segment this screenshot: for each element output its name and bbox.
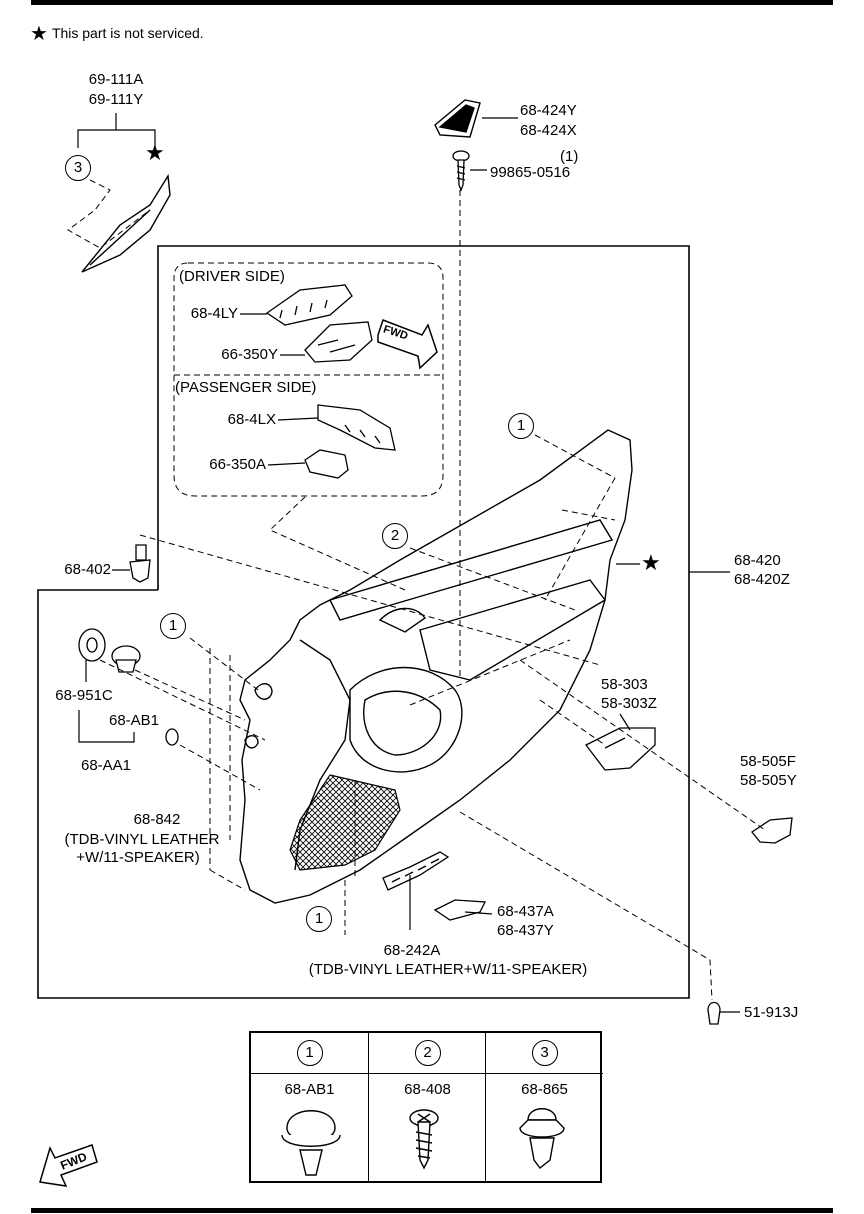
label-68-420z: 68-420Z <box>734 571 790 588</box>
label-58-505f: 58-505F <box>740 753 796 770</box>
washer-68-951c <box>78 628 106 662</box>
fwd-arrow-icon <box>377 319 438 370</box>
legend-part-68-408: 68-408 <box>404 1081 451 1098</box>
label-68-951c: 68-951C <box>55 687 113 704</box>
fastener-legend-table: 1 68-AB1 2 68-408 3 68-865 <box>249 1031 603 1183</box>
fwd-arrow-icon <box>39 1144 98 1187</box>
label-68-4ly: 68-4LY <box>190 305 238 322</box>
note-text: This part is not serviced. <box>51 25 204 41</box>
legend-marker-2: 2 <box>414 1040 441 1066</box>
legend-screw-68-408-icon <box>409 1109 439 1170</box>
pillar-trim-69-111 <box>81 173 171 273</box>
grille-68-242a-part <box>382 851 450 891</box>
legend-part-68-865: 68-865 <box>521 1081 568 1098</box>
star-icon: ★ <box>641 550 661 575</box>
cover-58-505 <box>751 817 793 844</box>
bracket-68-437 <box>433 899 487 921</box>
switch-66-350a <box>304 449 349 479</box>
label-68-842-note2: +W/11-SPEAKER) <box>76 849 200 866</box>
label-68-437a: 68-437A <box>497 903 554 920</box>
ring-68-842 <box>165 728 179 746</box>
bottom-rule <box>31 1208 833 1213</box>
label-screw-qty: (1) <box>560 148 579 165</box>
switch-66-350y <box>304 321 373 363</box>
label-68-424y: 68-424Y <box>520 102 577 119</box>
star-icon: ★ <box>145 140 165 165</box>
label-58-505y: 58-505Y <box>740 772 797 789</box>
label-68-424x: 68-424X <box>520 122 577 139</box>
marker-1: 1 <box>160 613 186 639</box>
label-68-402: 68-402 <box>64 561 111 578</box>
marker-1: 1 <box>508 413 534 439</box>
clip-68-ab1 <box>111 645 141 673</box>
legend-col-2: 2 68-408 <box>368 1033 486 1181</box>
dashed-leaders <box>67 179 766 1001</box>
label-69-111y: 69-111Y <box>88 91 144 108</box>
switch-68-4lx <box>317 404 396 451</box>
bracket-58-303 <box>585 727 656 771</box>
marker-3: 3 <box>65 155 91 181</box>
label-driver-side: (DRIVER SIDE) <box>179 268 285 285</box>
top-rule <box>31 0 833 5</box>
label-68-ab1: 68-AB1 <box>108 712 160 729</box>
clip-68-402 <box>129 544 151 583</box>
legend-clip-68-ab1-icon <box>281 1110 341 1176</box>
label-69-111a: 69-111A <box>88 71 144 88</box>
leader-lines <box>77 113 740 1013</box>
screw-99865-0516 <box>452 150 470 192</box>
switch-group-box <box>173 262 444 497</box>
legend-marker-3: 3 <box>531 1040 558 1066</box>
marker-2: 2 <box>382 523 408 549</box>
label-68-842-note1: (TDB-VINYL LEATHER <box>64 831 220 848</box>
label-68-437y: 68-437Y <box>497 922 554 939</box>
not-serviced-note: ★This part is not serviced. <box>30 21 204 46</box>
label-66-350y: 66-350Y <box>221 346 278 363</box>
legend-marker-1: 1 <box>296 1040 323 1066</box>
star-icon: ★ <box>30 23 48 45</box>
legend-col-1: 1 68-AB1 <box>251 1033 368 1181</box>
label-68-242a-note: (TDB-VINYL LEATHER+W/11-SPEAKER) <box>308 961 588 978</box>
label-passenger-side: (PASSENGER SIDE) <box>175 379 317 396</box>
label-68-842: 68-842 <box>133 811 181 828</box>
label-99865-0516: 99865-0516 <box>490 164 571 181</box>
label-51-913j: 51-913J <box>744 1004 799 1021</box>
switch-68-4ly <box>265 284 353 326</box>
label-58-303z: 58-303Z <box>601 695 657 712</box>
label-68-aa1: 68-AA1 <box>80 757 132 774</box>
speaker-grille-68-242a <box>289 774 401 871</box>
label-68-4lx: 68-4LX <box>227 411 276 428</box>
cover-68-424 <box>434 99 481 138</box>
label-66-350a: 66-350A <box>209 456 266 473</box>
clip-51-913j <box>707 1001 721 1025</box>
marker-1: 1 <box>306 906 332 932</box>
label-68-420: 68-420 <box>734 552 781 569</box>
label-68-242a: 68-242A <box>383 942 441 959</box>
main-frame <box>37 245 690 999</box>
label-58-303: 58-303 <box>601 676 648 693</box>
legend-col-3: 3 68-865 <box>485 1033 603 1181</box>
legend-part-68-ab1: 68-AB1 <box>284 1081 335 1098</box>
legend-clip-68-865-icon <box>519 1108 565 1169</box>
